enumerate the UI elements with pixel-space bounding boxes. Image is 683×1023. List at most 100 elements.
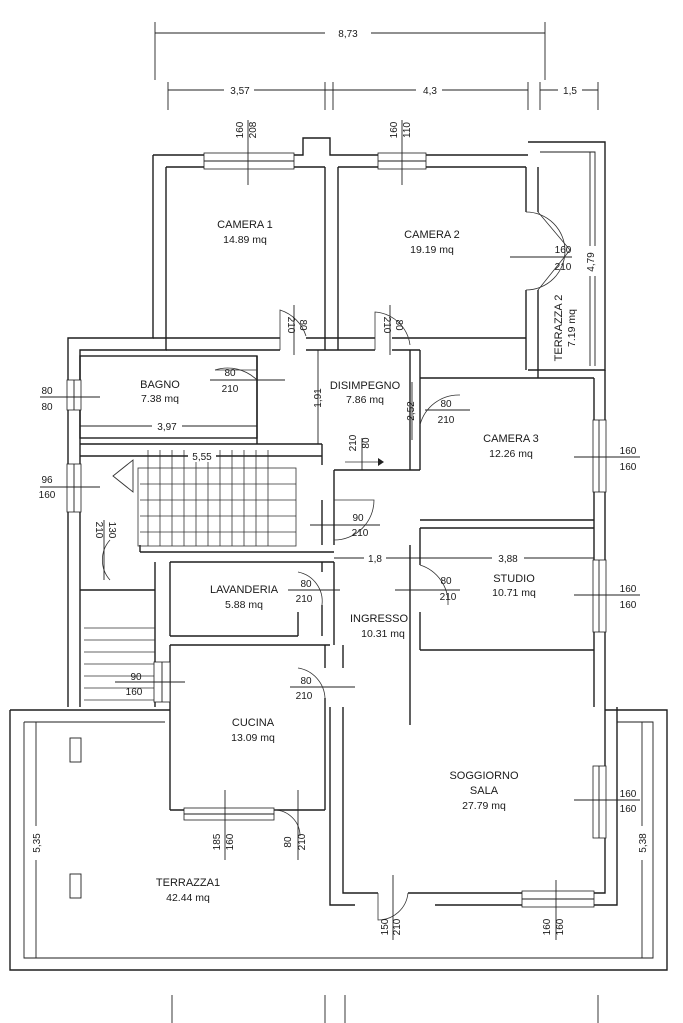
outer-walls xyxy=(67,137,618,906)
svg-text:80: 80 xyxy=(440,576,452,587)
svg-text:14.89 mq: 14.89 mq xyxy=(223,234,267,246)
svg-text:19.19 mq: 19.19 mq xyxy=(410,244,454,256)
svg-text:210: 210 xyxy=(296,691,313,702)
svg-text:INGRESSO: INGRESSO xyxy=(350,613,409,625)
svg-text:LAVANDERIA: LAVANDERIA xyxy=(210,584,279,596)
windows xyxy=(66,152,607,908)
svg-text:CAMERA 1: CAMERA 1 xyxy=(217,219,273,231)
svg-text:1,8: 1,8 xyxy=(368,554,382,565)
svg-text:160: 160 xyxy=(542,918,553,935)
svg-text:110: 110 xyxy=(402,122,413,138)
svg-text:210: 210 xyxy=(392,918,403,935)
svg-text:160: 160 xyxy=(555,918,566,935)
svg-text:80: 80 xyxy=(41,402,53,413)
room-terrazza1: TERRAZZA1 42.44 mq xyxy=(156,877,220,904)
svg-text:STUDIO: STUDIO xyxy=(493,573,535,585)
svg-text:80: 80 xyxy=(41,386,53,397)
svg-text:27.79 mq: 27.79 mq xyxy=(462,800,506,812)
svg-text:TERRAZZA1: TERRAZZA1 xyxy=(156,877,220,889)
room-studio: STUDIO 10.71 mq xyxy=(492,573,536,599)
room-lavanderia: LAVANDERIA 5.88 mq xyxy=(210,584,279,611)
planter-1 xyxy=(69,737,82,763)
room-labels: CAMERA 1 14.89 mq CAMERA 2 19.19 mq TERR… xyxy=(140,219,578,904)
svg-text:210: 210 xyxy=(555,262,572,273)
svg-text:160: 160 xyxy=(620,446,637,457)
room-bagno: BAGNO 7.38 mq xyxy=(140,379,180,405)
seg1-dim: 3,57 xyxy=(230,86,250,97)
svg-text:SALA: SALA xyxy=(470,785,499,797)
svg-text:5,55: 5,55 xyxy=(192,452,212,463)
svg-text:160: 160 xyxy=(235,121,246,138)
room-terrazza2: TERRAZZA 2 7.19 mq xyxy=(553,295,578,362)
svg-text:80: 80 xyxy=(283,836,294,848)
svg-text:80: 80 xyxy=(300,579,312,590)
svg-text:160: 160 xyxy=(389,121,400,138)
svg-text:160: 160 xyxy=(620,462,637,473)
svg-text:10.31 mq: 10.31 mq xyxy=(361,628,405,640)
svg-text:210: 210 xyxy=(222,384,239,395)
svg-text:210: 210 xyxy=(93,522,104,539)
svg-text:210: 210 xyxy=(296,594,313,605)
staircase xyxy=(84,450,297,701)
svg-text:130: 130 xyxy=(106,522,117,539)
svg-text:CUCINA: CUCINA xyxy=(232,717,275,729)
svg-text:160: 160 xyxy=(126,687,143,698)
seg3-dim: 1,5 xyxy=(563,86,577,97)
room-camera1: CAMERA 1 14.89 mq xyxy=(217,219,273,246)
svg-text:CAMERA 3: CAMERA 3 xyxy=(483,433,539,445)
svg-text:160: 160 xyxy=(620,584,637,595)
svg-text:210: 210 xyxy=(438,415,455,426)
svg-text:4,79: 4,79 xyxy=(586,252,597,272)
svg-text:160: 160 xyxy=(620,804,637,815)
room-camera2: CAMERA 2 19.19 mq xyxy=(404,229,460,256)
svg-text:210: 210 xyxy=(348,434,359,451)
svg-text:210: 210 xyxy=(440,592,457,603)
interior-dimensions: 3,97 1,91 2,52 1,8 3,88 4,79 xyxy=(80,152,597,565)
svg-text:3,97: 3,97 xyxy=(157,422,177,433)
top-dimensions: 8,73 3,57 4,3 1,5 xyxy=(154,22,599,110)
svg-text:10.71 mq: 10.71 mq xyxy=(492,587,536,599)
seg2-dim: 4,3 xyxy=(423,86,437,97)
svg-text:150: 150 xyxy=(380,918,391,935)
room-disimpegno: DISIMPEGNO 7.86 mq xyxy=(330,380,401,406)
svg-text:210: 210 xyxy=(285,317,296,334)
svg-text:DISIMPEGNO: DISIMPEGNO xyxy=(330,380,401,392)
planter-2 xyxy=(69,873,82,899)
svg-text:TERRAZZA 2: TERRAZZA 2 xyxy=(553,295,565,362)
svg-text:1,91: 1,91 xyxy=(313,388,324,408)
svg-text:80: 80 xyxy=(224,368,236,379)
svg-text:12.26 mq: 12.26 mq xyxy=(489,448,533,460)
svg-text:5.88 mq: 5.88 mq xyxy=(225,599,263,611)
opening-labels: 160 208 160 110 160 210 210 80 210 80 80… xyxy=(39,120,640,940)
svg-text:2,52: 2,52 xyxy=(406,401,417,421)
svg-text:80: 80 xyxy=(297,319,308,331)
svg-text:13.09 mq: 13.09 mq xyxy=(231,732,275,744)
svg-text:3,88: 3,88 xyxy=(498,554,518,565)
svg-text:160: 160 xyxy=(39,490,56,501)
svg-text:80: 80 xyxy=(393,319,404,331)
svg-text:80: 80 xyxy=(300,676,312,687)
svg-text:80: 80 xyxy=(440,399,452,410)
svg-text:160: 160 xyxy=(555,245,572,256)
svg-text:210: 210 xyxy=(352,528,369,539)
svg-text:160: 160 xyxy=(620,789,637,800)
svg-text:CAMERA 2: CAMERA 2 xyxy=(404,229,460,241)
svg-text:90: 90 xyxy=(130,672,142,683)
total-width-dim: 8,73 xyxy=(338,29,358,40)
svg-text:7.38 mq: 7.38 mq xyxy=(141,393,179,405)
svg-text:96: 96 xyxy=(41,475,53,486)
room-soggiorno: SOGGIORNO SALA 27.79 mq xyxy=(449,770,519,812)
bottom-ticks xyxy=(171,995,599,1023)
svg-text:SOGGIORNO: SOGGIORNO xyxy=(449,770,519,782)
svg-text:7.86 mq: 7.86 mq xyxy=(346,394,384,406)
svg-text:BAGNO: BAGNO xyxy=(140,379,180,391)
svg-text:185: 185 xyxy=(212,833,223,850)
doors xyxy=(101,211,571,921)
svg-text:42.44 mq: 42.44 mq xyxy=(166,892,210,904)
terrazza1-outline: 5,35 5,38 xyxy=(9,709,668,971)
svg-text:160: 160 xyxy=(225,833,236,850)
left-height-dim: 5,35 xyxy=(32,833,43,853)
svg-text:210: 210 xyxy=(297,833,308,850)
